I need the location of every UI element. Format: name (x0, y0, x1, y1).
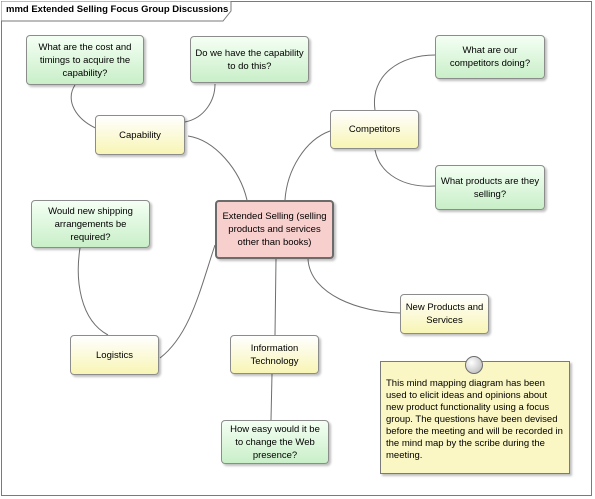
capability-label: Capability (119, 129, 161, 141)
question-web-presence-label: How easy would it be to change the Web p… (230, 423, 320, 461)
link-central-newproducts (307, 258, 401, 314)
link-logistics-shipping (77, 247, 109, 336)
link-competitors-selling (374, 149, 436, 187)
link-capability-cost (70, 84, 101, 131)
question-cost-timings-label: What are the cost and timings to acquire… (38, 41, 132, 79)
competitors-label: Competitors (348, 124, 401, 135)
question-have-capability[interactable]: Do we have the capability to do this? (190, 36, 309, 83)
new-products-label: New Products and Services (405, 302, 484, 326)
capability-node[interactable]: Capability (95, 115, 185, 155)
logistics-node[interactable]: Logistics (70, 335, 159, 375)
question-cost-timings[interactable]: What are the cost and timings to acquire… (26, 35, 144, 85)
information-technology-node[interactable]: Information Technology (230, 335, 319, 374)
link-competitors-doing (373, 54, 436, 111)
link-central-competitors (284, 130, 331, 201)
new-products-node[interactable]: New Products and Services (400, 294, 489, 334)
link-capability-have (184, 83, 216, 123)
question-competitors-doing[interactable]: What are our competitors doing? (435, 35, 545, 79)
question-shipping-label: Would new shipping arrangements be requi… (48, 205, 133, 243)
competitors-node[interactable]: Competitors (330, 110, 419, 149)
link-it-web (270, 373, 273, 421)
question-competitors-doing-label: What are our competitors doing? (449, 45, 531, 69)
note-text: This mind mapping diagram has been used … (386, 378, 563, 461)
central-topic-label: Extended Selling (selling products and s… (222, 211, 327, 248)
question-have-capability-label: Do we have the capability to do this? (195, 47, 304, 72)
question-products-selling-label: What products are they selling? (440, 175, 540, 200)
diagram-title: mmd Extended Selling Focus Group Discuss… (6, 4, 229, 15)
note-box[interactable]: This mind mapping diagram has been used … (380, 361, 570, 474)
link-central-logistics (159, 244, 216, 359)
question-web-presence[interactable]: How easy would it be to change the Web p… (221, 420, 329, 464)
link-central-capability (187, 135, 248, 201)
pin-icon (465, 356, 483, 374)
question-products-selling[interactable]: What products are they selling? (435, 165, 545, 210)
link-central-it (274, 258, 277, 336)
central-topic-node[interactable]: Extended Selling (selling products and s… (215, 200, 334, 259)
question-shipping[interactable]: Would new shipping arrangements be requi… (31, 200, 150, 248)
diagram-title-tab (1, 1, 232, 22)
logistics-label: Logistics (96, 349, 133, 361)
information-technology-label: Information Technology (250, 342, 299, 367)
